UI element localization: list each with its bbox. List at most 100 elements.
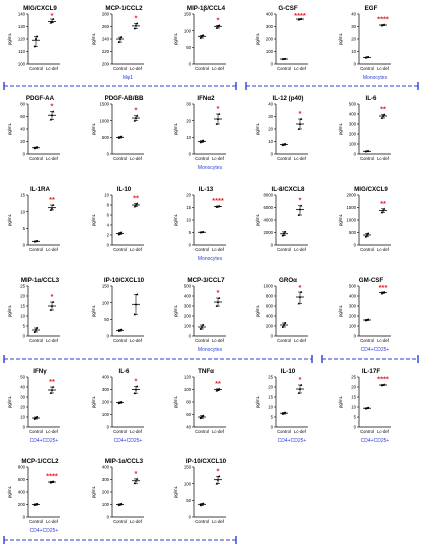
y-tick-label: 5 — [354, 415, 357, 420]
data-point — [366, 234, 368, 236]
group-label-cd4b: CD4+CD25+ — [278, 438, 307, 444]
data-point — [215, 26, 218, 29]
y-tick-label: 10 — [20, 415, 25, 420]
data-point — [216, 25, 220, 28]
data-point — [49, 481, 52, 484]
y-axis-label: pg/mL — [338, 213, 343, 226]
panel-title: IL-8/CXCL8 — [271, 186, 305, 193]
y-tick-label: 400 — [266, 12, 274, 17]
y-tick-label: 10 — [351, 49, 356, 54]
y-axis-label: pg/mL — [173, 485, 178, 498]
y-tick-label: 5 — [271, 415, 274, 420]
y-tick-label: 200 — [102, 400, 110, 405]
data-point — [120, 231, 123, 234]
data-point — [199, 417, 202, 420]
y-tick-label: 200 — [18, 502, 26, 507]
data-point — [202, 139, 205, 142]
y-tick-label: 300 — [102, 387, 110, 392]
group-label-mo1: Mφ1 — [123, 75, 133, 81]
panel-title: IL-17F — [362, 368, 380, 375]
x-tick-label: Lc-def — [46, 519, 59, 524]
data-point — [284, 230, 287, 233]
data-point — [218, 24, 221, 27]
y-tick-label: 100 — [184, 481, 192, 486]
data-point — [49, 308, 52, 311]
y-tick-label: 0 — [271, 62, 274, 67]
y-tick-label: 100 — [102, 300, 110, 305]
y-tick-label: 15 — [268, 395, 273, 400]
y-tick-label: 100 — [184, 324, 192, 329]
y-tick-label: 500 — [349, 230, 357, 235]
x-tick-label: Lc-def — [46, 156, 59, 161]
y-tick-label: 4000 — [263, 218, 273, 223]
y-axis-label: pg/mL — [255, 213, 260, 226]
y-tick-label: 25 — [268, 375, 273, 380]
panel-title: MIG/CXCL9 — [354, 186, 388, 193]
panel-title: MIP-1β/CCL4 — [187, 5, 226, 12]
data-point — [136, 293, 139, 296]
x-tick-label: Control — [113, 338, 127, 343]
y-tick-label: 6000 — [263, 205, 273, 210]
group-bracket — [321, 355, 419, 363]
y-tick-label: 150 — [184, 465, 192, 470]
x-tick-label: Control — [29, 519, 43, 524]
y-tick-label: 30 — [351, 24, 356, 29]
y-tick-label: 15 — [351, 395, 356, 400]
y-axis-label: pg/mL — [7, 213, 12, 226]
y-tick-label: 200 — [349, 132, 357, 137]
x-tick-label: Control — [360, 247, 374, 252]
y-tick-label: 300 — [349, 304, 357, 309]
x-tick-label: Lc-def — [294, 247, 307, 252]
y-tick-label: 0 — [189, 243, 192, 248]
y-axis-label: pg/mL — [173, 122, 178, 135]
panel-title: MCP-1/CCL2 — [21, 458, 59, 465]
y-axis-label: pg/mL — [91, 304, 96, 317]
y-tick-label: 20 — [186, 193, 191, 198]
data-point — [35, 329, 37, 331]
group-label-mono2: Monocytes — [198, 165, 223, 171]
panel-title: IL-6 — [118, 368, 130, 375]
x-tick-label: Lc-def — [294, 338, 307, 343]
data-point — [284, 322, 287, 324]
data-point — [218, 296, 221, 299]
y-tick-label: 280 — [102, 12, 110, 17]
y-tick-label: 0 — [354, 62, 357, 67]
x-tick-label: Lc-def — [46, 247, 59, 252]
y-tick-label: 0 — [23, 515, 26, 520]
panel-title: IP-10/CXCL10 — [104, 277, 145, 284]
x-tick-label: Lc-def — [46, 429, 59, 434]
data-point — [202, 502, 205, 505]
data-point — [216, 117, 220, 120]
x-tick-label: Lc-def — [212, 247, 225, 252]
data-point — [283, 232, 285, 235]
panel-title: IL-12 (p40) — [273, 95, 304, 102]
y-tick-label: 0 — [354, 425, 357, 430]
x-tick-label: Control — [195, 156, 209, 161]
data-point — [300, 383, 303, 386]
significance-stars: * — [299, 283, 302, 292]
y-tick-label: 300 — [349, 122, 357, 127]
y-tick-label: 2000 — [346, 193, 356, 198]
data-point — [133, 119, 136, 122]
data-point — [367, 232, 370, 235]
x-tick-label: Lc-def — [130, 338, 143, 343]
data-point — [52, 300, 55, 303]
y-tick-label: 10 — [104, 193, 109, 198]
y-tick-label: 400 — [349, 294, 357, 299]
y-axis-label: pg/mL — [7, 485, 12, 498]
y-tick-label: 30 — [20, 395, 25, 400]
data-point — [134, 203, 138, 206]
x-tick-label: Control — [360, 66, 374, 71]
y-tick-label: 25 — [351, 375, 356, 380]
panel-title: GROα — [279, 277, 297, 284]
group-label-cd4b: CD4+CD25+ — [114, 438, 143, 444]
panel-title: PDGF-AB/BB — [105, 95, 144, 102]
group-label-mono3: Monocytes — [198, 256, 223, 262]
y-tick-label: 100 — [184, 28, 192, 33]
data-point — [284, 143, 287, 145]
y-tick-label: 40 — [268, 102, 273, 107]
